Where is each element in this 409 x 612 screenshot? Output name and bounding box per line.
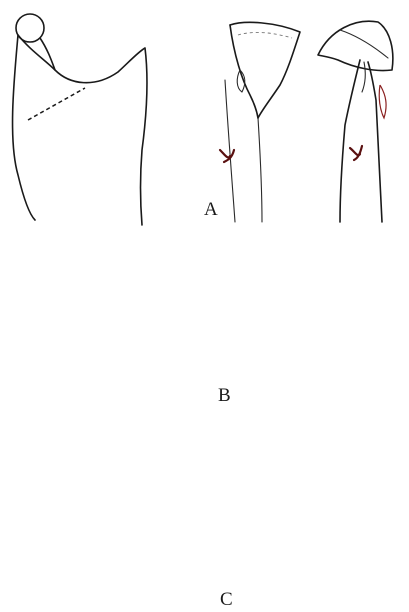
- panel-a: [13, 14, 393, 225]
- panel-a-bone-right: [318, 21, 393, 222]
- panel-label-c: C: [220, 590, 233, 609]
- panel-a-bone-left: [13, 14, 147, 225]
- panel-label-a: A: [204, 200, 218, 219]
- osteotomy-line: [28, 88, 85, 120]
- panel-a-bone-middle: [220, 22, 300, 222]
- panel-label-b: B: [218, 386, 231, 405]
